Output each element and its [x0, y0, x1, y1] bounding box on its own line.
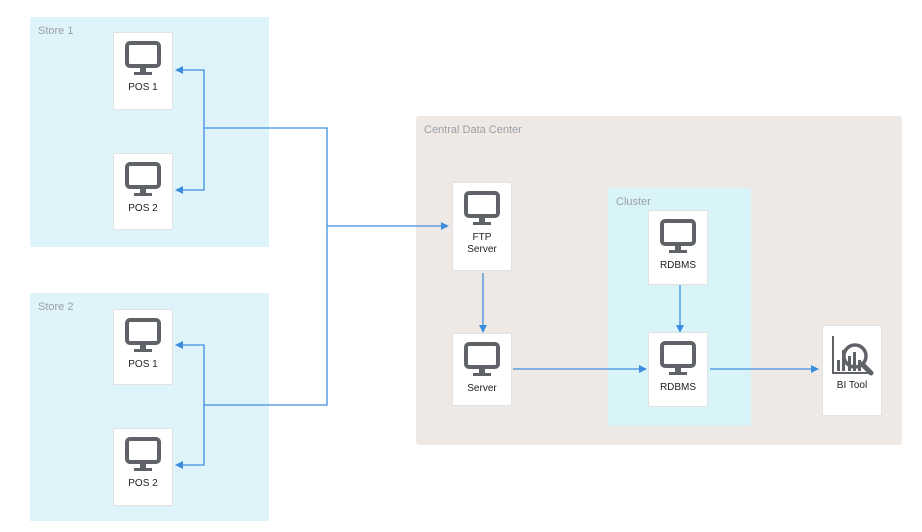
bi-tool-node[interactable]: BI Tool: [822, 325, 882, 416]
arrow-store1-pos1: [175, 66, 205, 128]
node-label: POS 1: [128, 359, 158, 370]
monitor-icon: [125, 318, 161, 354]
store2-pos1-node[interactable]: POS 1: [113, 309, 173, 385]
rdbms-top-node[interactable]: RDBMS: [648, 210, 708, 285]
node-label-line2: Server: [467, 244, 497, 255]
node-label-line1: FTP: [472, 232, 492, 243]
node-label: POS 1: [128, 82, 158, 93]
monitor-icon: [464, 191, 500, 227]
server-node[interactable]: Server: [452, 333, 512, 406]
node-label: RDBMS: [659, 260, 697, 271]
monitor-icon: [464, 342, 500, 378]
line-store1-trunk: [204, 127, 328, 226]
node-label: POS 2: [128, 203, 158, 214]
central-data-center-label: Central Data Center: [424, 124, 522, 136]
arrow-store1-pos2: [175, 128, 205, 194]
node-label: Server: [467, 383, 497, 394]
node-label: BI Tool: [836, 380, 868, 391]
node-label: POS 2: [128, 478, 158, 489]
rdbms-bottom-node[interactable]: RDBMS: [648, 332, 708, 407]
store1-pos1-node[interactable]: POS 1: [113, 32, 173, 110]
ftp-server-node[interactable]: FTP Server: [452, 182, 512, 271]
arrow-store2-pos1: [175, 341, 205, 405]
monitor-icon: [660, 341, 696, 377]
monitor-icon: [660, 219, 696, 255]
store2-pos2-node[interactable]: POS 2: [113, 428, 173, 506]
line-store2-trunk: [204, 226, 328, 406]
store-2-label: Store 2: [38, 301, 74, 313]
arrow-store2-pos2: [175, 405, 205, 469]
node-label: RDBMS: [659, 382, 697, 393]
monitor-icon: [125, 162, 161, 198]
bar-chart-magnifier-icon: [832, 336, 874, 376]
store1-pos2-node[interactable]: POS 2: [113, 153, 173, 230]
cluster-label: Cluster: [616, 196, 651, 208]
monitor-icon: [125, 41, 161, 77]
monitor-icon: [125, 437, 161, 473]
store-1-label: Store 1: [38, 25, 74, 37]
